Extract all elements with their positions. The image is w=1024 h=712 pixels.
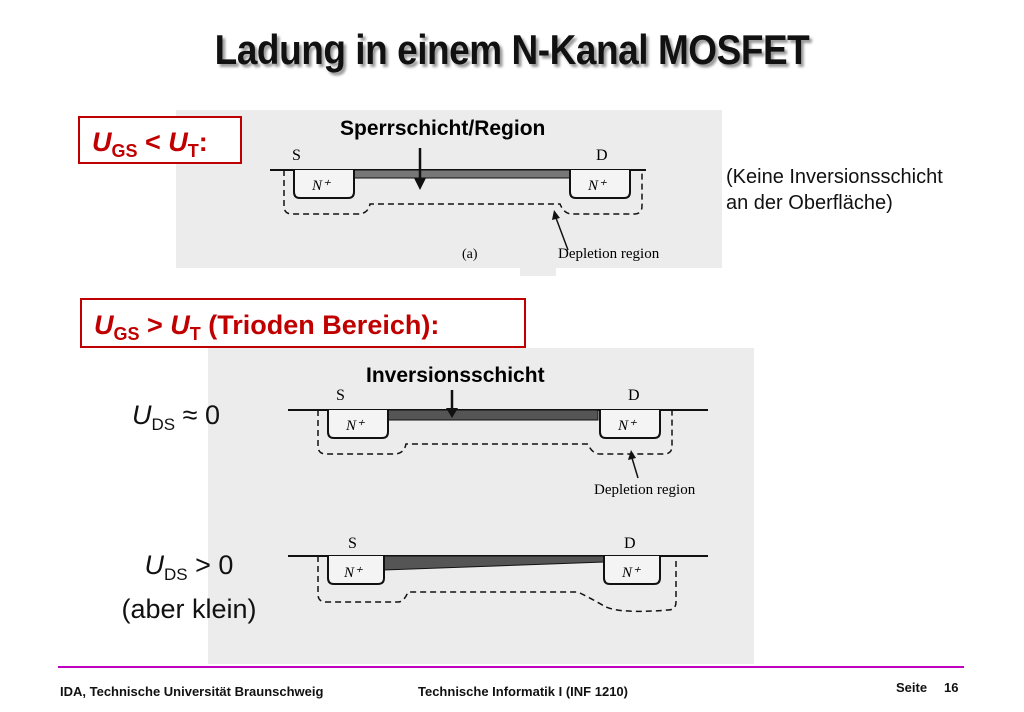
figure-b-background <box>208 348 754 664</box>
source-nplus-b1 <box>327 410 389 439</box>
source-label-b2: S <box>348 535 357 552</box>
sperrschicht-label: Sperrschicht/Region <box>336 117 550 141</box>
footer-institution: IDA, Technische Universität Braunschweig <box>60 684 324 699</box>
source-label-b1: S <box>336 387 345 404</box>
source-label-a: S <box>292 147 301 164</box>
depletion-label-b: Depletion region <box>594 482 696 498</box>
depletion-label-a: Depletion region <box>558 246 660 262</box>
drain-nplus-b1 <box>599 410 661 439</box>
source-nplus-b2 <box>327 556 385 585</box>
uds-positive-label: UDS > 0 (aber klein) <box>94 548 284 626</box>
uds-positive-note: (aber klein) <box>121 594 257 624</box>
source-nplus-a <box>293 170 355 199</box>
drain-label-a: D <box>596 147 608 164</box>
case1-note: (Keine Inversionsschicht an der Oberfläc… <box>726 164 943 216</box>
note-line-2: an der Oberfläche) <box>726 192 893 214</box>
inversion-layer-uniform <box>387 409 599 421</box>
footer-page-label: Seite <box>896 680 928 695</box>
source-n-label-b2: N⁺ <box>343 565 363 581</box>
drain-n-label-b2: N⁺ <box>621 565 641 581</box>
gate-oxide-a <box>353 169 571 179</box>
footer-divider <box>58 666 964 668</box>
note-line-1: (Keine Inversionsschicht <box>726 166 943 188</box>
inversionsschicht-label: Inversionsschicht <box>362 364 549 388</box>
mosfet-diagram-a: S D N⁺ N⁺ (a) Depletion region <box>270 147 660 262</box>
figure-label-a: (a) <box>462 247 478 262</box>
source-n-label-b1: N⁺ <box>345 418 365 434</box>
drain-n-label-a: N⁺ <box>587 178 607 194</box>
drain-label-b1: D <box>628 387 640 404</box>
footer-page-number: 16 <box>944 680 959 695</box>
page-title: Ladung in einem N-Kanal MOSFET <box>214 26 810 73</box>
case2-condition-label: UGS > UT (Trioden Bereich): <box>80 298 526 348</box>
drain-label-b2: D <box>624 535 636 552</box>
source-n-label-a: N⁺ <box>311 178 331 194</box>
footer-course: Technische Informatik I (INF 1210) <box>418 684 628 699</box>
case1-condition-label: UGS < UT: <box>78 116 242 164</box>
figure-a-tab <box>520 258 556 276</box>
drain-nplus-b2 <box>603 556 661 585</box>
drain-n-label-b1: N⁺ <box>617 418 637 434</box>
uds-approx-zero-label: UDS ≈ 0 <box>132 400 220 434</box>
inversion-layer-tapered <box>383 555 605 571</box>
drain-nplus-a <box>569 170 631 199</box>
mosfet-diagram-b: S D N⁺ N⁺ Depletion region S D N⁺ N⁺ <box>288 387 708 613</box>
